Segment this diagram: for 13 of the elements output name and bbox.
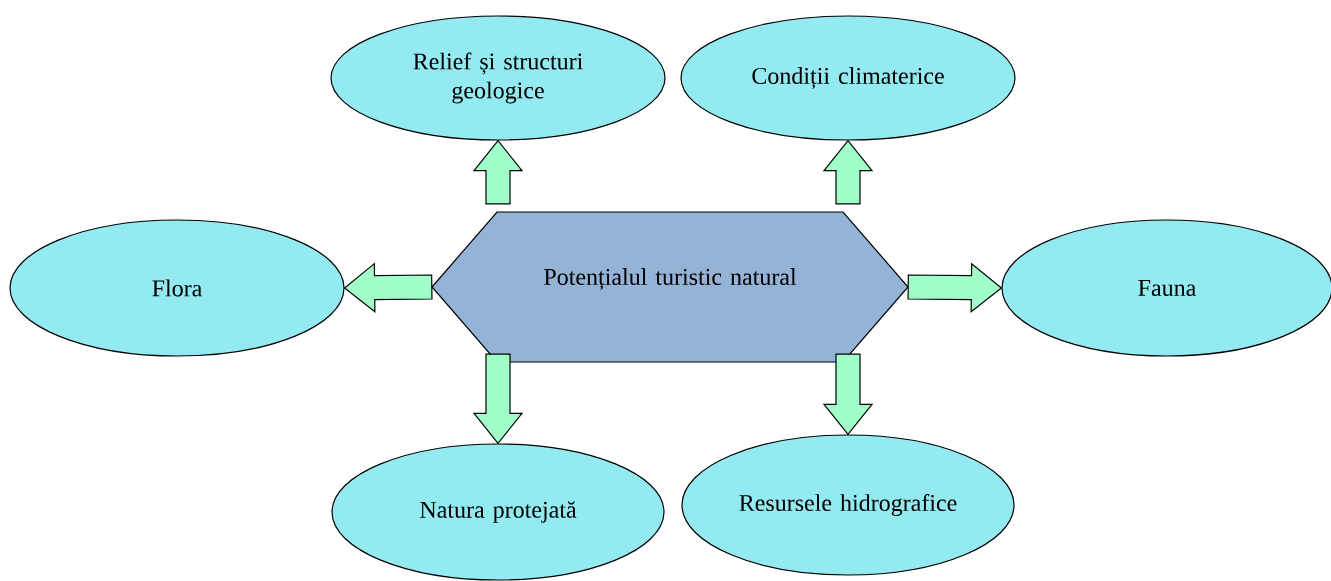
block-arrow <box>822 139 874 205</box>
ellipse-node: Condiții climaterice <box>680 15 1016 141</box>
hexagon-box: Potențialul turistic natural <box>431 211 909 363</box>
block-arrow <box>472 353 524 445</box>
block-arrow <box>472 139 524 205</box>
ellipse-node: Relief și structuri geologice <box>330 15 666 141</box>
ellipse-node: Fauna <box>1001 219 1331 357</box>
ellipse-node: Flora <box>9 219 345 357</box>
block-arrow <box>907 262 1003 313</box>
ellipse-node: Natura protejată <box>331 443 665 581</box>
ellipse-node: Resursele hidrografice <box>681 434 1015 576</box>
block-arrow <box>822 353 874 436</box>
block-arrow <box>343 262 433 313</box>
